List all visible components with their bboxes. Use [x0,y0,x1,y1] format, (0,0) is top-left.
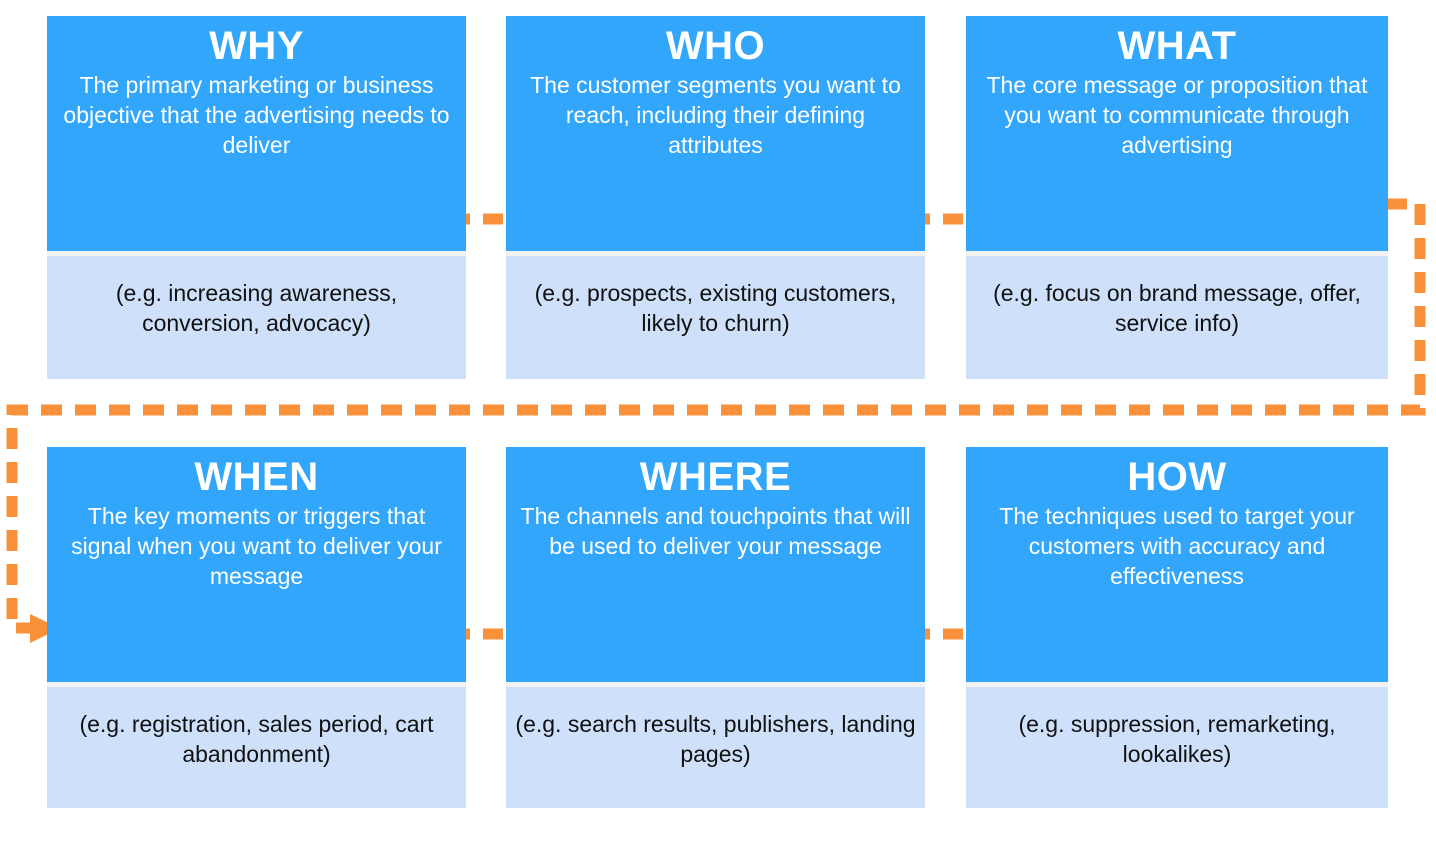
card-where-header: WHERE The channels and touchpoints that … [506,447,925,682]
card-what-body: (e.g. focus on brand message, offer, ser… [966,256,1388,379]
card-who-body: (e.g. prospects, existing customers, lik… [506,256,925,379]
card-where-description: The channels and touchpoints that will b… [520,502,911,559]
card-who-example: (e.g. prospects, existing customers, lik… [534,280,897,337]
card-where[interactable]: WHERE The channels and touchpoints that … [506,447,925,808]
card-what-description: The core message or proposition that you… [986,71,1368,158]
card-who-title: WHO [665,24,766,68]
card-who-description: The customer segments you want to reach,… [530,71,901,158]
card-how-example: (e.g. suppression, remarketing, lookalik… [1018,711,1336,768]
card-what-title: WHAT [1117,24,1237,68]
card-what[interactable]: WHAT The core message or proposition tha… [966,16,1388,379]
card-divider [966,682,1388,687]
card-divider [966,251,1388,256]
card-where-example: (e.g. search results, publishers, landin… [515,711,916,768]
card-when-description: The key moments or triggers that signal … [71,502,442,589]
card-why-header: WHY The primary marketing or business ob… [47,16,466,251]
card-divider [506,251,925,256]
card-what-example: (e.g. focus on brand message, offer, ser… [993,280,1361,337]
card-where-body: (e.g. search results, publishers, landin… [506,687,925,808]
card-why-description: The primary marketing or business object… [63,71,450,158]
card-why-title: WHY [209,24,304,68]
card-when-title: WHEN [194,455,319,499]
card-why-body: (e.g. increasing awareness, conversion, … [47,256,466,379]
card-why[interactable]: WHY The primary marketing or business ob… [47,16,466,379]
card-who[interactable]: WHO The customer segments you want to re… [506,16,925,379]
card-how-title: HOW [1127,455,1227,499]
card-when[interactable]: WHEN The key moments or triggers that si… [47,447,466,808]
card-divider [47,682,466,687]
card-why-example: (e.g. increasing awareness, conversion, … [115,280,398,337]
card-when-body: (e.g. registration, sales period, cart a… [47,687,466,808]
card-when-example: (e.g. registration, sales period, cart a… [79,711,434,768]
card-divider [47,251,466,256]
card-what-header: WHAT The core message or proposition tha… [966,16,1388,251]
card-who-header: WHO The customer segments you want to re… [506,16,925,251]
card-where-title: WHERE [639,455,792,499]
card-how-body: (e.g. suppression, remarketing, lookalik… [966,687,1388,808]
card-divider [506,682,925,687]
card-how-header: HOW The techniques used to target your c… [966,447,1388,682]
card-when-header: WHEN The key moments or triggers that si… [47,447,466,682]
card-how-description: The techniques used to target your custo… [999,502,1355,589]
card-how[interactable]: HOW The techniques used to target your c… [966,447,1388,808]
